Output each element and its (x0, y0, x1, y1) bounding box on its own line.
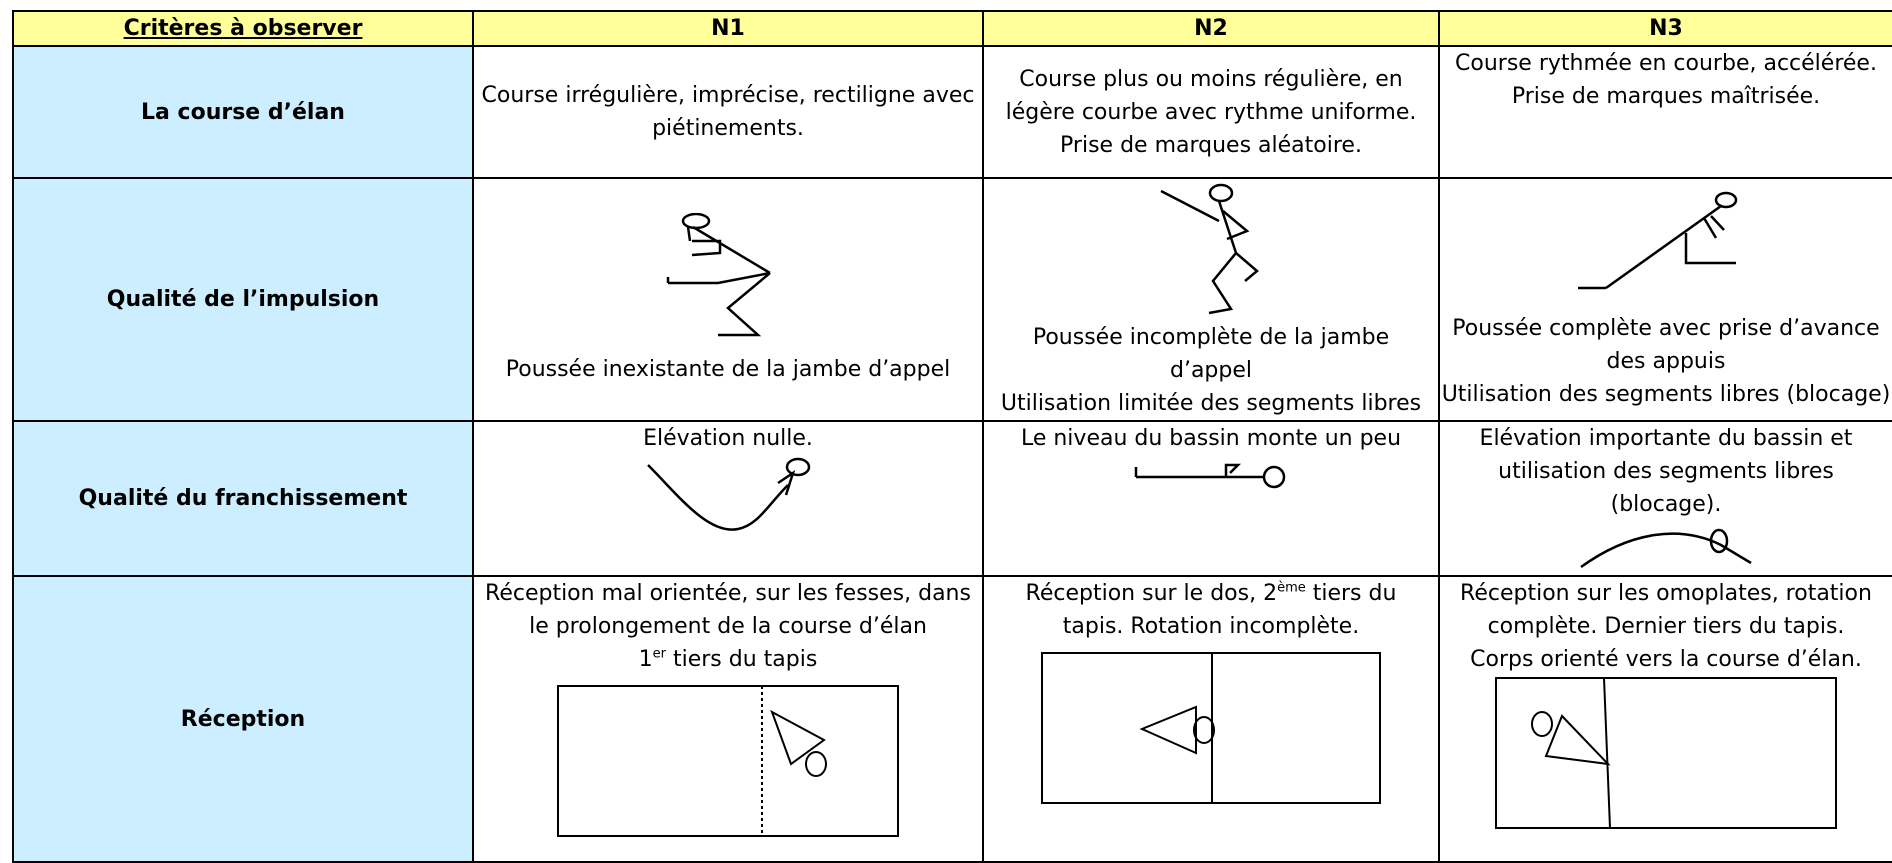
crouched-jumper-figure (666, 213, 771, 337)
n2-franchissement: Le niveau du bassin monte un peu (982, 420, 1440, 577)
n2-course-elan: Course plus ou moins régulière, en légèr… (982, 45, 1440, 179)
criterion-franchissement: Qualité du franchissement (12, 420, 474, 577)
n1-reception: Réception mal orientée, sur les fesses, … (472, 575, 984, 863)
header-n1: N1 (472, 10, 984, 47)
criterion-impulsion: Qualité de l’impulsion (12, 177, 474, 422)
row-franchissement: Qualité du franchissement Elévation null… (12, 420, 1892, 577)
row-impulsion: Qualité de l’impulsion Poussée inexistan… (12, 177, 1892, 422)
row-course-elan: La course d’élan Course irrégulière, imp… (12, 45, 1892, 179)
mat-diagram-n2 (1041, 652, 1381, 804)
n3-impulsion: Poussée complète avec prise d’avance des… (1438, 177, 1892, 422)
extended-jumper-figure (1578, 191, 1738, 290)
arched-body-figure (1580, 528, 1752, 569)
n1-course-elan: Course irrégulière, imprécise, rectilign… (472, 45, 984, 179)
n3-course-elan: Course rythmée en courbe, accélérée. Pri… (1438, 45, 1892, 179)
n3-reception: Réception sur les omoplates, rotation co… (1438, 575, 1892, 863)
criterion-reception: Réception (12, 575, 474, 863)
n1-franchissement: Elévation nulle. (472, 420, 984, 577)
header-n2: N2 (982, 10, 1440, 47)
jumping-figure (1160, 183, 1259, 315)
low-elevation-figure (647, 457, 811, 531)
n1-impulsion: Poussée inexistante de la jambe d’appel (472, 177, 984, 422)
n2-reception: Réception sur le dos, 2ème tiers du tapi… (982, 575, 1440, 863)
header-n3: N3 (1438, 10, 1892, 47)
header-criteria: Critères à observer (12, 10, 474, 47)
mat-diagram-n3 (1495, 677, 1837, 829)
mat-diagram-n1 (557, 685, 899, 837)
n2-impulsion: Poussée incomplète de la jambe d’appel U… (982, 177, 1440, 422)
header-row: Critères à observer N1 N2 N3 (12, 10, 1892, 47)
flat-body-figure (1134, 463, 1286, 489)
evaluation-table: Critères à observer N1 N2 N3 La course d… (12, 10, 1892, 863)
n3-franchissement: Elévation importante du bassin et utilis… (1438, 420, 1892, 577)
row-reception: Réception Réception mal orientée, sur le… (12, 575, 1892, 863)
criterion-course-elan: La course d’élan (12, 45, 474, 179)
